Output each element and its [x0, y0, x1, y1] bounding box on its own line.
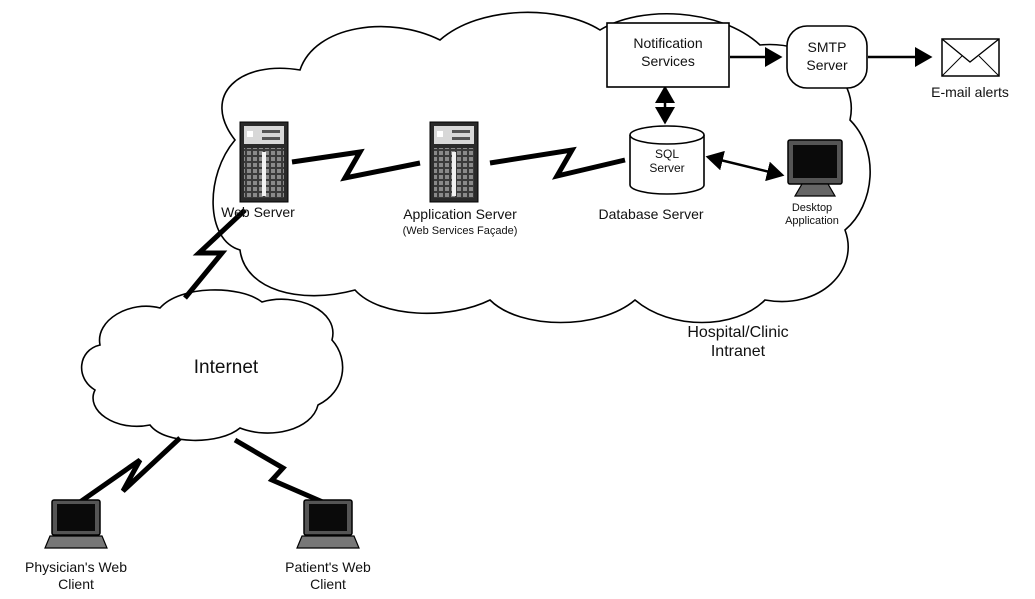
intranet-line-2: Intranet — [710, 343, 766, 360]
physician-to-internet-link-icon — [78, 436, 182, 505]
notification-services-label: Notification Services — [607, 34, 729, 70]
smtp-line-2: Server — [806, 57, 848, 73]
application-server-sublabel: (Web Services Façade) — [402, 225, 518, 237]
physician-client-label: Physician's Web Client — [25, 559, 127, 593]
intranet-line-1: Hospital/Clinic — [687, 324, 789, 341]
patient-line-2: Client — [310, 576, 346, 592]
web-to-app-link-icon — [291, 148, 421, 182]
sql-desktop-arrow — [705, 150, 785, 182]
sql-line-1: SQL — [654, 147, 679, 161]
patient-line-1: Patient's Web — [285, 559, 371, 575]
notification-line-2: Services — [641, 53, 695, 69]
smtp-line-1: SMTP — [807, 39, 847, 55]
physician-line-1: Physician's Web — [24, 559, 128, 575]
desktop-line-2: Application — [785, 215, 839, 227]
email-alerts-label: E-mail alerts — [931, 84, 1009, 100]
sql-server-label: SQL Server — [649, 147, 684, 175]
physician-line-2: Client — [58, 576, 94, 592]
smtp-server-box — [786, 25, 868, 89]
internet-to-web-link-icon — [183, 208, 247, 300]
database-server-label: Database Server — [598, 206, 704, 222]
patient-to-internet-link-icon — [233, 437, 326, 506]
patient-client-label: Patient's Web Client — [285, 559, 371, 593]
web-server-label: Web Server — [221, 204, 295, 220]
desktop-line-1: Desktop — [791, 202, 833, 214]
app-to-db-link-icon — [489, 146, 626, 180]
intranet-label: Hospital/Clinic Intranet — [687, 323, 788, 361]
notification-line-1: Notification — [633, 35, 703, 51]
desktop-application-label: Desktop Application — [785, 202, 839, 228]
monitor-icon — [787, 139, 843, 197]
envelope-icon — [941, 38, 1000, 77]
sql-line-2: Server — [649, 161, 685, 175]
physician-laptop-icon — [44, 499, 108, 549]
notification-services-box — [606, 22, 730, 88]
application-server-icon — [429, 121, 479, 203]
intranet-cloud — [212, 11, 871, 324]
patient-laptop-icon — [296, 499, 360, 549]
application-server-label: Application Server — [403, 206, 517, 222]
smtp-server-label: SMTP Server — [787, 38, 867, 74]
internet-label: Internet — [193, 357, 259, 378]
database-icon — [629, 125, 705, 195]
web-server-icon — [239, 121, 289, 203]
